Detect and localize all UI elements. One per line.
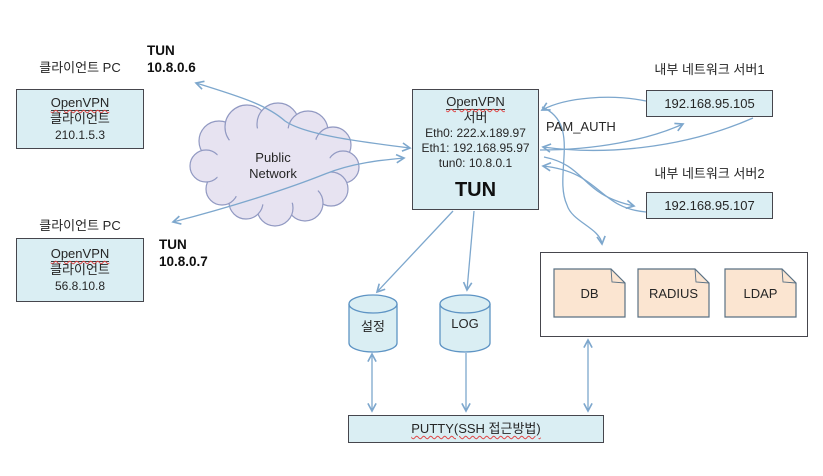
log-label: LOG <box>451 316 479 331</box>
internal-server-2-box: 192.168.95.107 <box>646 192 773 219</box>
arrow-int2-server <box>541 161 647 213</box>
client-2-tun-label: TUN 10.8.0.7 <box>159 237 208 269</box>
arrow-server-log <box>462 210 475 292</box>
arrow-server-config <box>375 210 454 294</box>
arrow-client1-server <box>194 80 412 152</box>
client-1-role-label: 클라이언트 <box>50 111 110 126</box>
openvpn-server-box: OpenVPN 서버 Eth0: 222.x.189.97 Eth1: 192.… <box>412 89 539 210</box>
arrow-server-int2 <box>543 156 636 210</box>
client-1-tun-label: TUN 10.8.0.6 <box>147 43 196 75</box>
arrow-int1-server-top <box>540 96 647 111</box>
server-role-label: 서버 <box>463 110 488 125</box>
client-2-role-label: 클라이언트 <box>50 262 110 277</box>
internal-server-1-box: 192.168.95.105 <box>646 90 773 117</box>
client-1-sw-label: OpenVPN <box>50 95 110 111</box>
internal-server-2-title: 내부 네트워크 서버2 <box>654 166 765 181</box>
server-eth0: Eth0: 222.x.189.97 <box>425 126 526 140</box>
client-pc-1-title: 클라이언트 PC <box>39 60 121 75</box>
db-card-label: DB <box>580 286 599 301</box>
config-label: 설정 <box>361 319 385 334</box>
client-1-ip: 210.1.5.3 <box>54 128 106 142</box>
server-tun0: tun0: 10.8.0.1 <box>438 156 513 170</box>
client-pc-1-box: OpenVPN 클라이언트 210.1.5.3 <box>16 89 144 149</box>
client-pc-2-box: OpenVPN 클라이언트 56.8.10.8 <box>16 238 144 302</box>
internal-server-1-title: 내부 네트워크 서버1 <box>654 62 765 77</box>
server-eth1: Eth1: 192.168.95.97 <box>421 141 530 155</box>
pam-auth-label: PAM_AUTH <box>546 119 616 134</box>
radius-card-label: RADIUS <box>648 286 699 301</box>
putty-label: PUTTY(SSH 접근방법) <box>411 421 541 436</box>
putty-box: PUTTY(SSH 접근방법) <box>348 415 604 443</box>
client-2-sw-label: OpenVPN <box>50 246 110 262</box>
server-tun-label: TUN <box>454 179 497 201</box>
ldap-card-label: LDAP <box>743 286 778 301</box>
client-pc-2-title: 클라이언트 PC <box>39 218 121 233</box>
client-2-ip: 56.8.10.8 <box>54 279 106 293</box>
cloud-label: Public Network <box>249 150 297 181</box>
server-sw-label: OpenVPN <box>446 94 505 110</box>
